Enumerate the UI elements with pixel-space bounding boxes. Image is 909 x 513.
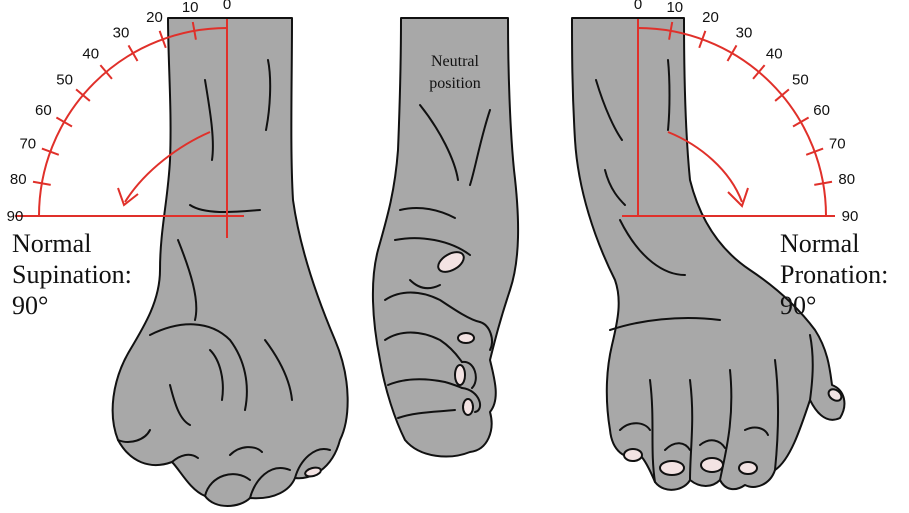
neutral-label-line1: Neutral [431, 53, 480, 70]
left-tick-label: 60 [35, 102, 52, 119]
left-tick-label: 40 [82, 46, 99, 63]
right-tick-mark [728, 45, 737, 61]
right-tick-label: 0 [634, 0, 642, 13]
right-tick-label: 20 [702, 9, 719, 26]
left-tick-label: 90 [7, 208, 24, 225]
right-tick-label: 90 [842, 208, 859, 225]
left-tick-label: 30 [113, 24, 130, 41]
supination-title-line1: Normal [12, 229, 91, 258]
supination-value: 90° [12, 291, 48, 320]
pronation-value: 90° [780, 291, 816, 320]
left-tick-label: 50 [56, 72, 73, 89]
supination-title-line2: Supination: [12, 260, 132, 289]
neutral-label-line2: position [429, 75, 481, 92]
left-tick-label: 0 [223, 0, 231, 13]
right-tick-label: 70 [829, 135, 846, 152]
fingernail [660, 461, 684, 475]
neutral-figure: Neutral position [373, 18, 518, 456]
right-tick-label: 10 [666, 0, 683, 16]
left-tick-label: 10 [182, 0, 199, 16]
fingernail [701, 458, 723, 472]
fingernail [463, 399, 473, 415]
right-tick-label: 60 [813, 102, 830, 119]
right-tick-label: 50 [792, 72, 809, 89]
left-tick-label: 80 [10, 171, 27, 188]
left-tick-mark [56, 118, 72, 127]
fingernail [624, 449, 642, 461]
right-tick-mark [793, 118, 809, 127]
fingernail [458, 333, 474, 343]
fingernail [455, 365, 465, 385]
right-tick-label: 40 [766, 46, 783, 63]
left-tick-label: 20 [146, 9, 163, 26]
right-tick-label: 30 [736, 24, 753, 41]
pronation-title-line1: Normal [780, 229, 859, 258]
left-tick-label: 70 [19, 135, 36, 152]
right-tick-label: 80 [838, 171, 855, 188]
left-tick-mark [129, 45, 138, 61]
pronation-title-line2: Pronation: [780, 260, 888, 289]
fingernail [739, 462, 757, 474]
